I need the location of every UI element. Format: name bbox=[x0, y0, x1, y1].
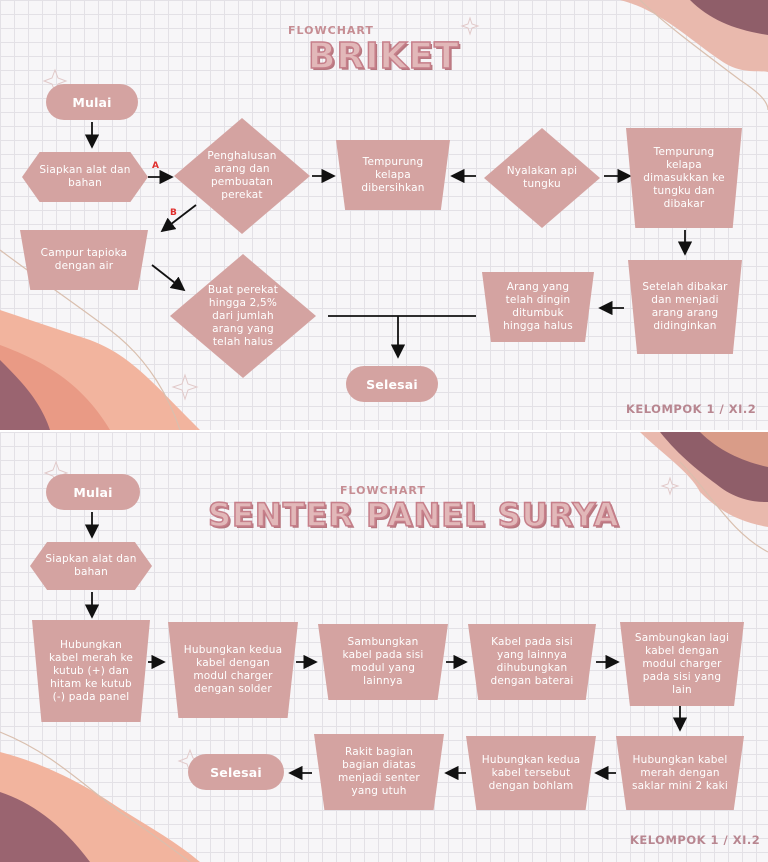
flowchart-subtitle: FLOWCHART bbox=[288, 24, 374, 37]
node-step5: Sambungkan lagi kabel dengan modul charg… bbox=[620, 622, 744, 706]
team-label: KELOMPOK 1 / XI.2 bbox=[630, 833, 761, 847]
node-grind-charcoal: Arang yang telah dingin ditumbuk hingga … bbox=[482, 272, 594, 342]
arrow-mix-to-glue bbox=[151, 264, 186, 292]
branch-label-a: A bbox=[152, 161, 159, 171]
node-step1: Hubungkan kabel merah ke kutub (+) dan h… bbox=[32, 620, 150, 722]
briket-flowchart-panel: FLOWCHART BRIKET A B Mulai Siapkan alat … bbox=[0, 0, 768, 430]
flow-arrows bbox=[84, 122, 693, 359]
flow-arrows bbox=[84, 512, 688, 781]
flowchart-title: SENTER PANEL SURYA bbox=[207, 495, 620, 535]
node-prepare: Siapkan alat dan bahan bbox=[30, 542, 152, 590]
node-step8: Rakit bagian bagian diatas menjadi sente… bbox=[314, 734, 444, 810]
node-step4: Kabel pada sisi yang lainnya dihubungkan… bbox=[468, 624, 596, 700]
flowchart-title: BRIKET bbox=[307, 35, 460, 78]
node-mix-tapioca: Campur tapioka dengan air bbox=[20, 230, 148, 290]
node-prepare: Siapkan alat dan bahan bbox=[22, 152, 148, 202]
senter-flowchart-panel: FLOWCHART SENTER PANEL SURYA Mulai Siapk… bbox=[0, 432, 768, 862]
node-step2: Hubungkan kedua kabel dengan modul charg… bbox=[168, 622, 298, 718]
node-burn-shell: Tempurung kelapa dimasukkan ke tungku da… bbox=[626, 128, 742, 228]
branch-label-b: B bbox=[170, 208, 177, 218]
team-label: KELOMPOK 1 / XI.2 bbox=[626, 402, 757, 416]
node-clean-shell: Tempurung kelapa dibersihkan bbox=[336, 140, 450, 210]
decorative-waves bbox=[0, 0, 768, 430]
node-start: Mulai bbox=[46, 474, 140, 510]
node-end: Selesai bbox=[346, 366, 438, 402]
decorative-waves bbox=[0, 432, 768, 862]
node-cool-charcoal: Setelah dibakar dan menjadi arang arang … bbox=[628, 260, 742, 354]
node-step3: Sambungkan kabel pada sisi modul yang la… bbox=[318, 624, 448, 700]
node-start: Mulai bbox=[46, 84, 138, 120]
node-step6: Hubungkan kabel merah dengan saklar mini… bbox=[616, 736, 744, 810]
arrow-smooth-to-mix bbox=[160, 204, 197, 233]
node-end: Selesai bbox=[188, 754, 284, 790]
node-step7: Hubungkan kedua kabel tersebut dengan bo… bbox=[466, 736, 596, 810]
flowchart-subtitle: FLOWCHART bbox=[340, 484, 426, 497]
